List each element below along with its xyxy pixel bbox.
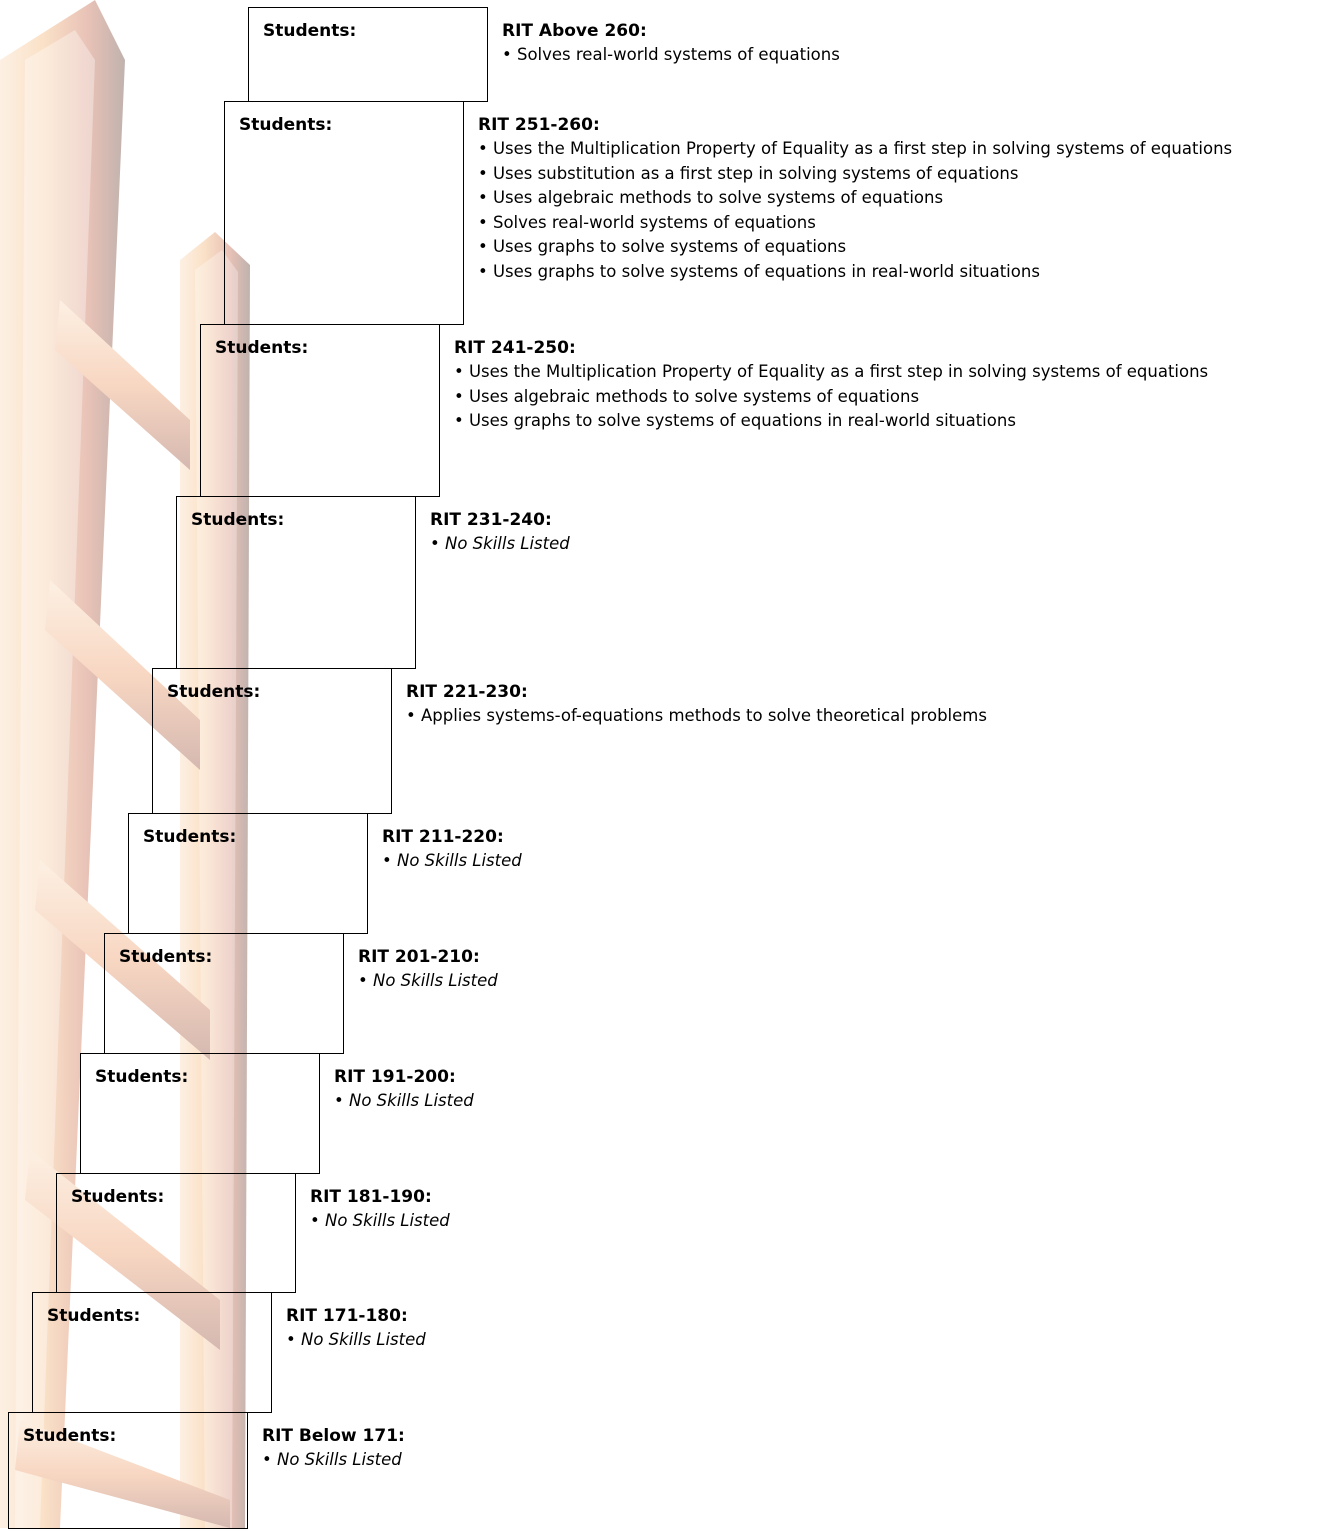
students-label: Students:: [95, 1067, 189, 1087]
no-skills-listed: • No Skills Listed: [382, 851, 522, 870]
no-skills-listed: • No Skills Listed: [310, 1211, 450, 1230]
no-skills-listed: • No Skills Listed: [358, 971, 498, 990]
rit-range-heading: RIT 241-250:: [454, 338, 576, 358]
rit-range-heading: RIT Above 260:: [502, 21, 647, 41]
no-skills-listed: • No Skills Listed: [430, 534, 570, 553]
rit-level-block: RIT 231-240: • No Skills Listed: [430, 510, 570, 557]
students-label: Students:: [119, 947, 213, 967]
rit-level-block: RIT 251-260: • Uses the Multiplication Pr…: [478, 115, 1232, 284]
rit-level-block: RIT 211-220: • No Skills Listed: [382, 827, 522, 874]
students-label: Students:: [23, 1426, 117, 1446]
skill-item: • Uses graphs to solve systems of equati…: [478, 237, 847, 256]
rit-range-heading: RIT 221-230:: [406, 682, 528, 702]
rit-level-block: RIT 191-200: • No Skills Listed: [334, 1067, 474, 1114]
rit-range-heading: RIT 251-260:: [478, 115, 600, 135]
no-skills-listed: • No Skills Listed: [334, 1091, 474, 1110]
skill-item: • Applies systems-of-equations methods t…: [406, 706, 987, 725]
no-skills-listed: • No Skills Listed: [262, 1450, 402, 1469]
rit-range-heading: RIT Below 171:: [262, 1426, 405, 1446]
skill-item: • Uses the Multiplication Property of Eq…: [478, 139, 1233, 158]
skill-item: • Uses the Multiplication Property of Eq…: [454, 362, 1209, 381]
rit-level-block: RIT Below 171: • No Skills Listed: [262, 1426, 405, 1473]
skill-item: • Solves real-world systems of equations: [478, 212, 816, 232]
students-label: Students:: [143, 827, 237, 847]
students-label: Students:: [47, 1306, 141, 1326]
skill-item: • Uses algebraic methods to solve system…: [478, 188, 944, 207]
rit-range-heading: RIT 231-240:: [430, 510, 552, 530]
students-label: Students:: [239, 115, 333, 135]
no-skills-listed: • No Skills Listed: [286, 1330, 426, 1349]
rit-level-block: RIT 201-210: • No Skills Listed: [358, 947, 498, 994]
skill-item: • Uses algebraic methods to solve system…: [454, 386, 920, 406]
rit-level-block: RIT 171-180: • No Skills Listed: [286, 1306, 426, 1353]
skill-item: • Uses substitution as a first step in s…: [478, 163, 1019, 183]
rit-level-block: RIT 241-250: • Uses the Multiplication Pr…: [454, 338, 1208, 434]
students-label: Students:: [263, 21, 357, 41]
rit-level-block: RIT 221-230: • Applies systems-of-equatio…: [406, 682, 987, 729]
rit-range-heading: RIT 181-190:: [310, 1187, 432, 1207]
rit-range-heading: RIT 211-220:: [382, 827, 504, 847]
students-label: Students:: [71, 1187, 165, 1207]
rit-level-block: RIT Above 260: • Solves real-world system…: [502, 21, 840, 68]
rit-range-heading: RIT 191-200:: [334, 1067, 456, 1087]
rit-range-heading: RIT 171-180:: [286, 1306, 408, 1326]
rit-range-heading: RIT 201-210:: [358, 947, 480, 967]
students-label: Students:: [167, 682, 261, 702]
students-label: Students:: [215, 338, 309, 358]
rit-level-block: RIT 181-190: • No Skills Listed: [310, 1187, 450, 1234]
skill-item: • Solves real-world systems of equations: [502, 45, 840, 64]
skill-item: • Uses graphs to solve systems of equati…: [478, 261, 1040, 281]
skill-item: • Uses graphs to solve systems of equati…: [454, 411, 1016, 430]
students-label: Students:: [191, 510, 285, 530]
